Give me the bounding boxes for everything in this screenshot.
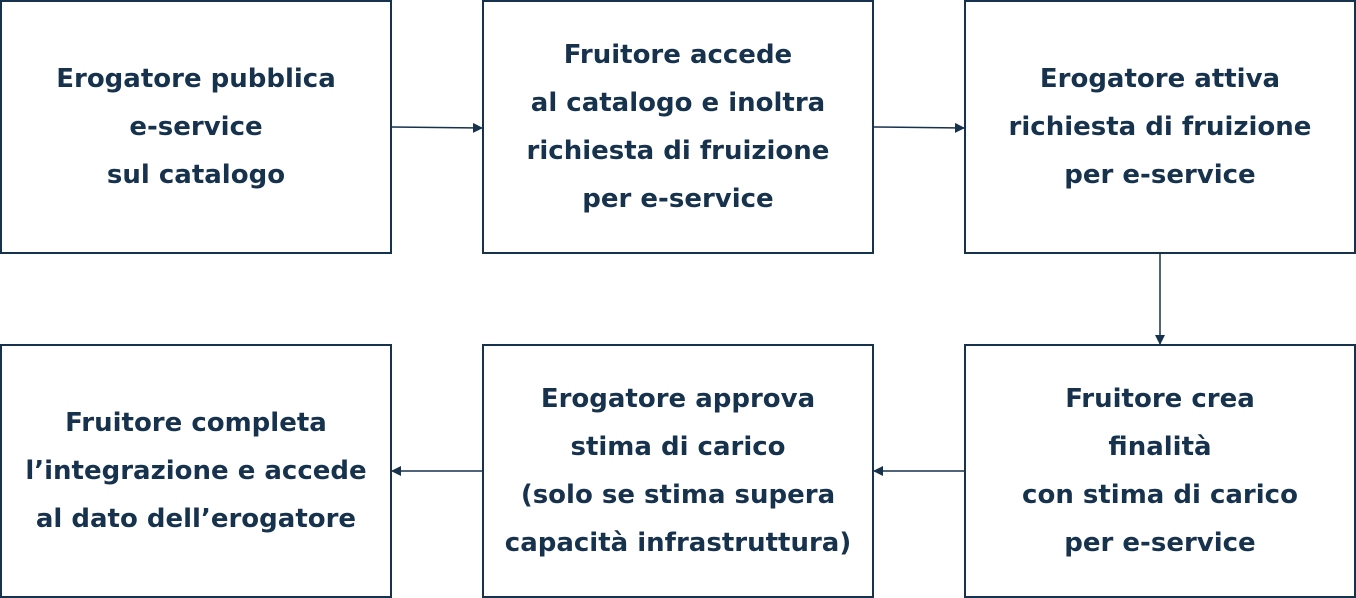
step-text-publish-eservice: Erogatore pubblica e-service sul catalog… [56,64,336,190]
step-box-complete-integration: Fruitore completa l’integrazione e acced… [0,344,392,598]
step-text-complete-integration: Fruitore completa l’integrazione e acced… [25,408,367,534]
step-box-activate-request: Erogatore attiva richiesta di fruizione … [964,0,1356,254]
step-box-access-catalog: Fruitore accede al catalogo e inoltra ri… [482,0,874,254]
step-box-approve-load-estimate: Erogatore approva stima di carico (solo … [482,344,874,598]
step-text-approve-load-estimate: Erogatore approva stima di carico (solo … [504,384,852,558]
step-box-create-purpose: Fruitore crea finalità con stima di cari… [964,344,1356,598]
step-text-access-catalog: Fruitore accede al catalogo e inoltra ri… [526,40,830,214]
arrow-step1-to-step2 [391,122,483,133]
step-box-publish-eservice: Erogatore pubblica e-service sul catalog… [0,0,392,254]
step-text-activate-request: Erogatore attiva richiesta di fruizione … [1008,64,1312,190]
step-text-create-purpose: Fruitore crea finalità con stima di cari… [1022,384,1298,558]
arrow-step2-to-step3 [873,122,965,133]
